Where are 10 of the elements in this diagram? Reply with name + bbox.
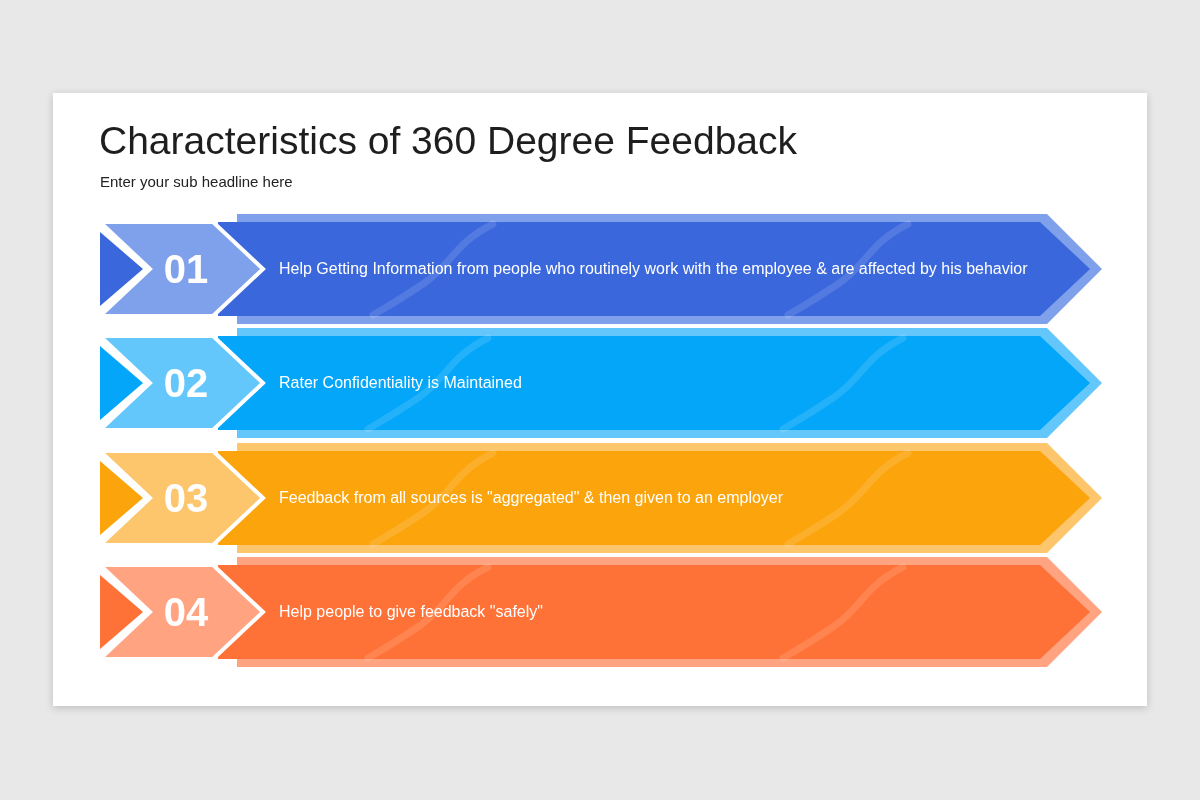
description-text: Rater Confidentiality is Maintained: [279, 373, 522, 394]
arrow-banner: [218, 328, 1102, 439]
description-text: Help Getting Information from people who routinely work with the employee & are affected by his behavior: [279, 259, 1028, 279]
description-text: Feedback from all sources is "aggregated" & then given to an employer: [279, 487, 784, 508]
arrow-banner: [218, 214, 1102, 324]
subtitle: Enter your sub headline here: [100, 173, 293, 191]
slide-title: Characteristics of 360 Degree Feedback: [99, 118, 798, 164]
arrow-banner: [218, 557, 1102, 668]
arrow-banner: [218, 442, 1102, 553]
description-text: Help people to give feedback "safely": [279, 602, 543, 623]
